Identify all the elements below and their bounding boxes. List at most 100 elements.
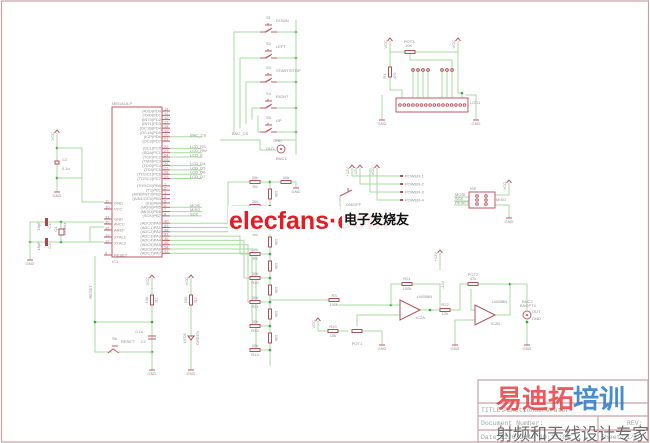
- r2-resistor: [150, 294, 154, 306]
- ladder-shunt-resistor: [268, 308, 272, 320]
- ic1-pin-number: 30: [105, 220, 110, 225]
- power-arrow-icon: [315, 317, 321, 322]
- resistor-value: 10k: [274, 287, 279, 293]
- date-label: Date:: [481, 434, 501, 441]
- ladder-shunt-resistor: [268, 188, 272, 200]
- lcd1-pin: [419, 103, 424, 107]
- r20-ref: R20: [329, 324, 337, 329]
- bnc2-pin-label: GND: [532, 316, 541, 321]
- ic1-pin-label: (ADC2)PA2: [140, 229, 161, 234]
- ic1-pin-label: (OC1B)PD4: [140, 126, 162, 131]
- lcd1-pin: [428, 103, 432, 107]
- switch-ref: S3: [266, 65, 272, 70]
- ic1-pin-label: (ADC4)PA4: [140, 238, 161, 243]
- ic1-pin-number: 3: [164, 190, 167, 195]
- ic1-pin-label: (ADC5)PA5: [140, 242, 161, 247]
- led-color: GREEN: [195, 331, 200, 345]
- ic2a-opamp-icon: [399, 299, 422, 321]
- c-value: 18pF: [36, 241, 41, 251]
- r4-resistor: [280, 180, 292, 184]
- net-label: LCD_D7: [190, 174, 206, 179]
- ic1-pin-label: (SDA)PC1: [142, 150, 161, 155]
- lcd1-pin: [454, 103, 458, 107]
- bnc2-ref: BNC2: [522, 299, 533, 304]
- ic1-pin-number: 15: [164, 111, 169, 116]
- ic1-pin-number: 36: [164, 236, 169, 241]
- lcd-data-pin: [426, 68, 430, 72]
- ic1-pin-label: AVCC: [114, 221, 125, 226]
- power-arrow-icon: [374, 164, 380, 169]
- lcd1-pin: [432, 103, 437, 107]
- bnc-cs-label: BNC_CS: [232, 131, 249, 136]
- ladder-series-resistor: [249, 252, 261, 256]
- ladder-series-resistor: [249, 300, 261, 304]
- ic2b-name: LM358N: [492, 299, 507, 304]
- ic1-pin-label: AREF: [114, 227, 125, 232]
- reset-net-label: RESET: [88, 285, 93, 299]
- ic1-pin-number: 6: [164, 203, 167, 208]
- r21-resistor: [401, 282, 413, 286]
- lcd-data-pin: [440, 68, 444, 72]
- pushbutton-icon: [260, 23, 277, 33]
- resistor-ref: R12: [251, 328, 259, 333]
- wire: [478, 283, 511, 316]
- lcd1-pin: [406, 103, 411, 107]
- resistor-ref: R8: [252, 232, 258, 237]
- gnd-label: GND: [378, 346, 387, 351]
- isp-pin: [484, 202, 488, 206]
- switch-ref: S5: [266, 115, 272, 120]
- r21-ref: R21: [403, 276, 411, 281]
- ic1-pin-label: (MOSI)PB5: [141, 205, 162, 210]
- r-in-value: 100k: [330, 302, 339, 307]
- isp-pin: [475, 202, 479, 206]
- r2-value: 10K: [144, 296, 149, 303]
- c2-value: 0.1u: [62, 166, 70, 171]
- ic1-pin-number: 17: [164, 119, 169, 124]
- power-arrow-icon: [387, 37, 393, 42]
- ic1-pin-label: (TXD)PD1: [143, 113, 162, 118]
- r22-resistor: [439, 308, 451, 312]
- r1-label: R1: [382, 73, 387, 79]
- gnd-label: GND: [505, 219, 514, 224]
- power-arrow-icon: [455, 37, 461, 42]
- gnd-label: GND: [148, 371, 157, 376]
- ladder-series-resistor: [249, 276, 261, 280]
- resistor-ref: R9: [252, 256, 258, 261]
- switch-ref: S1: [266, 15, 272, 20]
- wire: [457, 41, 463, 98]
- ic1-ref: IC1: [112, 259, 119, 264]
- lcd-data-pin: [421, 68, 425, 72]
- pushbutton-icon: [260, 49, 277, 59]
- date-value: 11/6/2010 10:13:04: [500, 434, 570, 441]
- lcd1-pin: [398, 103, 402, 107]
- r4-value: 20k: [283, 175, 289, 180]
- q1-crystal-icon: [58, 228, 65, 236]
- ladder-input-wire: [170, 248, 270, 327]
- lcd-data-pin: [445, 68, 449, 72]
- bnc1-connector-icon: [276, 144, 286, 154]
- c1-value: 0.1u: [135, 329, 143, 334]
- ic1-pin-label: (TOSC2)PC7: [137, 176, 161, 181]
- resistor-value: 10k: [274, 191, 279, 197]
- switch-ref: S4: [266, 91, 272, 96]
- ic1-pin-number: 39: [164, 223, 169, 228]
- bnc1-pin-label: GND: [273, 138, 282, 143]
- ic1-pin-label: VCC: [114, 206, 123, 211]
- pot3-value: 10K: [405, 43, 412, 48]
- power-label: +12V: [433, 252, 438, 262]
- ic1-pin-number: 28: [164, 170, 169, 175]
- c-value: 18pF: [36, 221, 41, 231]
- junction-dot: [268, 324, 272, 328]
- ic1-pin-label: GND: [114, 200, 123, 205]
- isp-pin: [475, 194, 479, 198]
- ic1-pin-label: (MISO)PB6: [141, 209, 162, 214]
- ladder-shunt-resistor: [268, 332, 272, 344]
- ic1-pin-label: (RXD)PD0: [142, 108, 162, 113]
- resistor-ref: R11: [251, 304, 259, 309]
- ic1-pin-number: 23: [164, 148, 169, 153]
- ic1-pin-number: 19: [164, 128, 169, 133]
- lcd-data-pin: [450, 68, 454, 72]
- ic1-pin-number: 16: [164, 115, 169, 120]
